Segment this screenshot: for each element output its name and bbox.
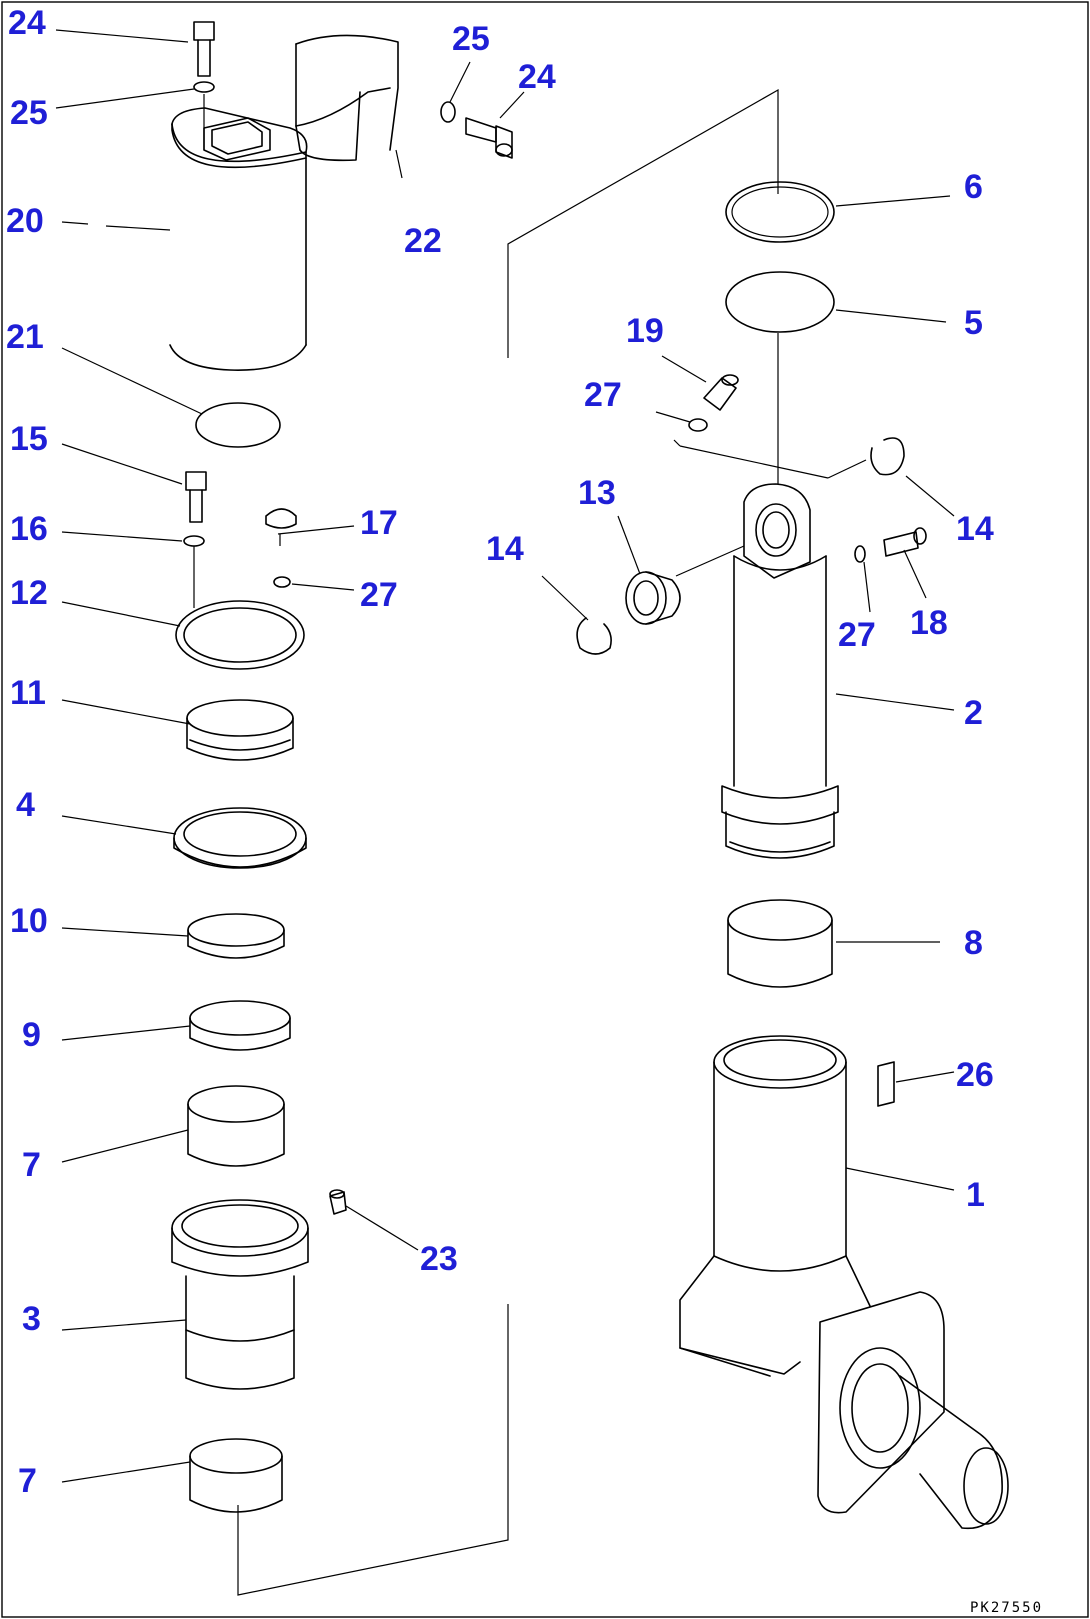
- label-18: 18: [910, 604, 948, 642]
- label-25-b: 25: [452, 20, 490, 58]
- label-16: 16: [10, 510, 48, 548]
- part-17-plug: [265, 508, 297, 546]
- part-5-o-ring: [725, 271, 835, 333]
- part-2-rod: [721, 483, 839, 859]
- part-13-bushing: [625, 571, 681, 625]
- label-14-a: 14: [486, 530, 524, 568]
- label-8: 8: [964, 924, 983, 962]
- label-25-a: 25: [10, 94, 48, 132]
- connector-line-bottom: [237, 1304, 509, 1596]
- part-25-washer-top: [193, 81, 215, 93]
- part-16-washer: [183, 535, 205, 547]
- label-27-a: 27: [584, 376, 622, 414]
- label-12: 12: [10, 574, 48, 612]
- part-26-nameplate: [877, 1061, 895, 1107]
- part-8-sleeve: [727, 899, 833, 988]
- label-1: 1: [966, 1176, 985, 1214]
- part-18-plug: [883, 527, 927, 557]
- part-3-housing: [171, 1199, 309, 1390]
- part-24-bolt-top: [193, 21, 215, 77]
- part-21-o-ring: [195, 402, 281, 448]
- part-10-ring: [187, 913, 285, 959]
- part-19-grease-fitting: [703, 374, 739, 411]
- part-25-washer-side: [440, 101, 456, 123]
- label-24-b: 24: [518, 58, 556, 96]
- part-14-snap-ring-right: [870, 437, 905, 476]
- part-9-bearing-race: [189, 1000, 291, 1051]
- part-23-plug: [329, 1189, 347, 1215]
- part-27-o-ring-right: [854, 545, 866, 563]
- label-6: 6: [964, 168, 983, 206]
- label-9: 9: [22, 1016, 41, 1054]
- part-24-bolt-side: [465, 117, 513, 159]
- part-11-bearing: [186, 699, 294, 761]
- label-20: 20: [6, 202, 44, 240]
- label-17: 17: [360, 504, 398, 542]
- label-15: 15: [10, 420, 48, 458]
- label-21: 21: [6, 318, 44, 356]
- label-5: 5: [964, 304, 983, 342]
- part-1-main-body: [679, 1035, 1009, 1530]
- part-12-gasket: [175, 600, 305, 670]
- label-27-c: 27: [360, 576, 398, 614]
- label-27-b: 27: [838, 616, 876, 654]
- label-13: 13: [578, 474, 616, 512]
- label-4: 4: [16, 786, 35, 824]
- label-26: 26: [956, 1056, 994, 1094]
- label-7-b: 7: [18, 1462, 37, 1500]
- label-14-b: 14: [956, 510, 994, 548]
- label-2: 2: [964, 694, 983, 732]
- part-6-o-ring: [725, 181, 835, 243]
- part-4-flange-ring: [173, 807, 307, 869]
- label-24-a: 24: [8, 4, 46, 42]
- part-number-labels: 24 25 20 21 22 25 24 6 5 19 27 13 14 14 …: [6, 4, 994, 1500]
- drawing-code: PK27550: [970, 1600, 1043, 1616]
- part-7-sleeve-upper: [187, 1085, 285, 1167]
- label-7-a: 7: [22, 1146, 41, 1184]
- leader-lines: [55, 29, 955, 1483]
- part-20-cover: [169, 94, 308, 371]
- part-27-o-ring-left: [273, 576, 291, 588]
- label-3: 3: [22, 1300, 41, 1338]
- part-15-bolt: [185, 471, 207, 523]
- label-23: 23: [420, 1240, 458, 1278]
- connector-line-top: [507, 88, 779, 358]
- label-22: 22: [404, 222, 442, 260]
- part-22-shield: [295, 34, 399, 162]
- label-19: 19: [626, 312, 664, 350]
- label-11: 11: [10, 674, 46, 712]
- part-7-sleeve-lower: [189, 1438, 283, 1513]
- part-14-snap-ring-left: [576, 617, 612, 655]
- label-10: 10: [10, 902, 48, 940]
- part-27-o-ring-upper: [688, 418, 708, 432]
